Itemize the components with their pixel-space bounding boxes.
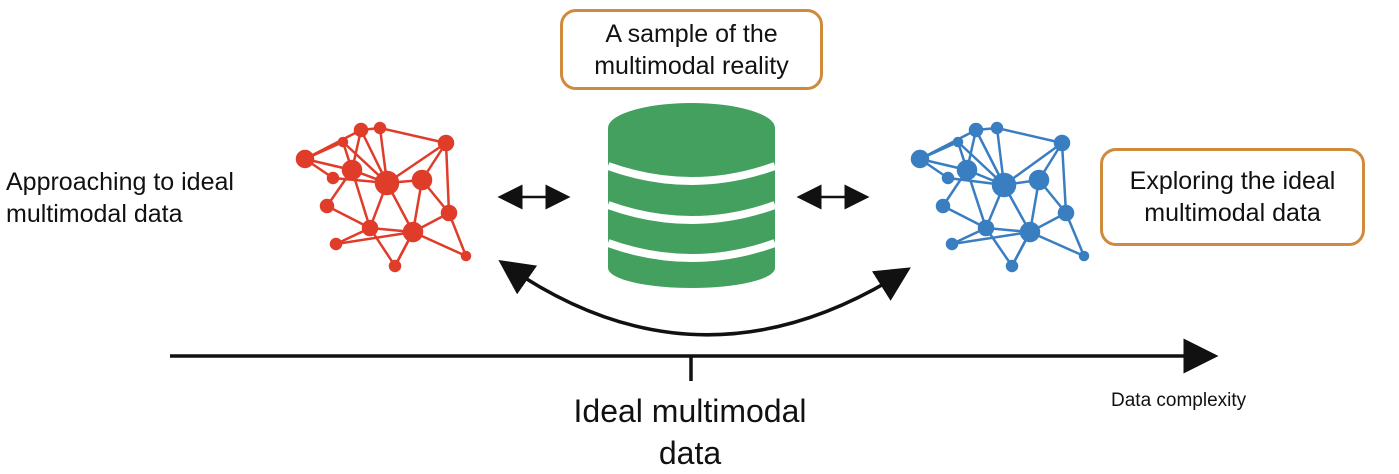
ideal-multimodal-line2: data [658, 435, 722, 471]
exploring-ideal-box: Exploring the ideal multimodal data [1100, 148, 1365, 246]
right-network-icon [910, 121, 1090, 273]
sample-reality-box: A sample of the multimodal reality [560, 9, 823, 90]
approaching-ideal-line1: Approaching to ideal [6, 168, 234, 196]
ideal-multimodal-line1: Ideal multimodal [573, 393, 807, 429]
exploring-ideal-line1: Exploring the ideal [1129, 167, 1336, 195]
exploring-ideal-line2: multimodal data [1144, 199, 1321, 227]
curved-double-arrow [498, 260, 911, 337]
approaching-ideal-line2: multimodal data [6, 200, 183, 228]
database-icon [606, 103, 777, 288]
axis-label: Data complexity [1111, 390, 1247, 411]
left-network-icon [295, 121, 472, 273]
approaching-ideal-label: Approaching to ideal multimodal data [6, 166, 296, 230]
ideal-multimodal-label: Ideal multimodal data [520, 390, 860, 474]
sample-reality-line1: A sample of the [605, 19, 778, 48]
sample-reality-line2: multimodal reality [594, 51, 789, 80]
